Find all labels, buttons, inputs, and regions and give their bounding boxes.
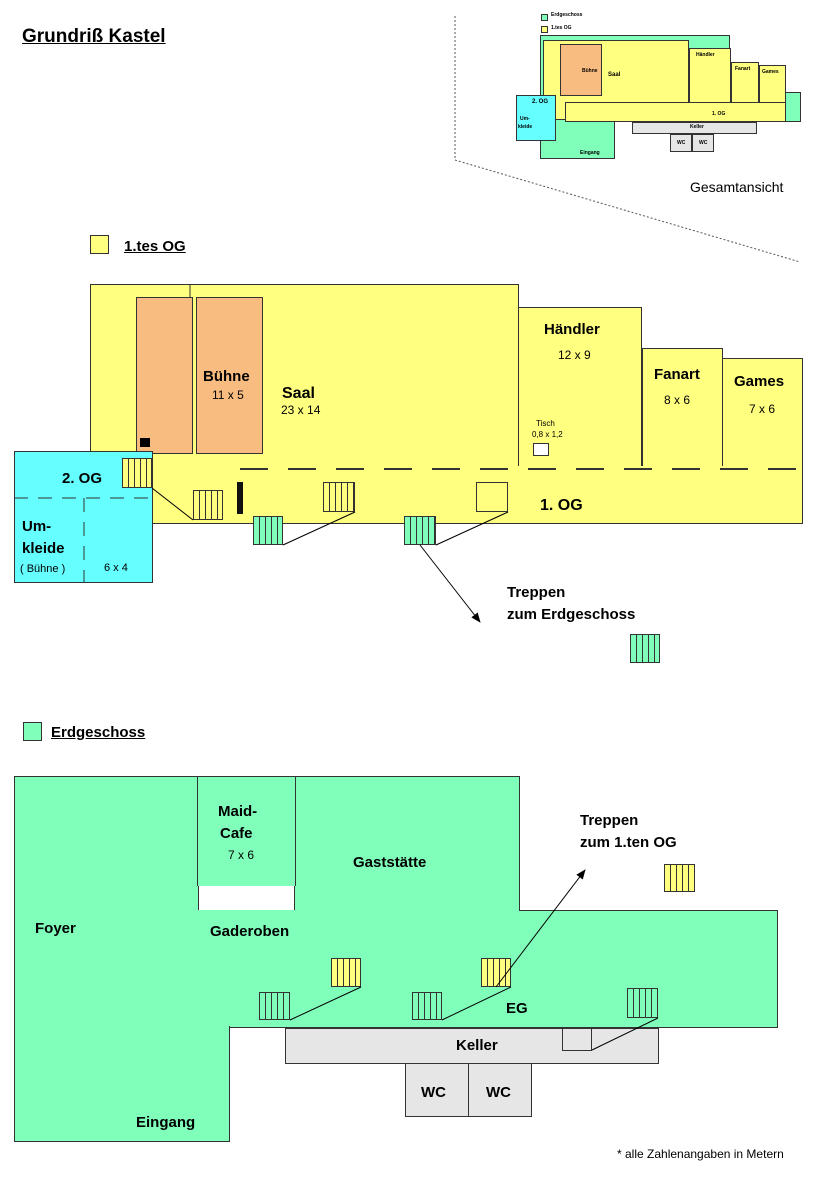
games-size: 7 x 6 — [749, 402, 776, 416]
maid-label-line2: Cafe — [220, 825, 253, 842]
stage-label: Bühne — [203, 368, 250, 385]
upper-legend: 1.tes OG — [124, 238, 186, 255]
overview-frame-lines — [454, 16, 801, 263]
overview-legend-upper-swatch — [541, 26, 548, 33]
restaurant-label: Gaststätte — [353, 854, 427, 871]
ground-stairs-label-line1: Treppen — [580, 812, 639, 829]
upper-stairs-label-line2: zum Erdgeschoss — [507, 606, 636, 623]
ground-stair-basement — [627, 988, 658, 1018]
hall-size: 23 x 14 — [281, 403, 321, 417]
overview-corridor — [565, 102, 786, 122]
ground-seam-cover-2 — [15, 1022, 229, 1032]
maid-size: 7 x 6 — [228, 848, 255, 862]
overview-label-wc2: WC — [699, 140, 708, 146]
ground-legend: Erdgeschoss — [51, 724, 146, 741]
maid-label-line1: Maid- — [218, 803, 258, 820]
table-size: 0,8 x 1,2 — [532, 430, 563, 439]
maid-cafe-wall-left — [197, 776, 198, 886]
second-floor-label: 2. OG — [62, 470, 103, 487]
stage-room — [196, 297, 263, 454]
foyer-label: Foyer — [35, 920, 76, 937]
ground-stair-down-1 — [259, 992, 290, 1020]
fanart-size: 8 x 6 — [664, 393, 691, 407]
ground-seam-cover — [15, 905, 519, 915]
upper-door-marker — [237, 482, 243, 514]
overview-label-stage: Bühne — [582, 68, 598, 74]
stair-down-1 — [253, 516, 283, 545]
dealer-label: Händler — [544, 321, 600, 338]
dressing-note: ( Bühne ) — [20, 563, 66, 575]
ground-floor-label: EG — [506, 1000, 528, 1017]
dressing-label-line1: Um- — [22, 518, 52, 535]
overview-label-hall: Saal — [608, 72, 621, 78]
overview-label-games: Games — [762, 69, 779, 75]
stage-size: 11 x 5 — [212, 388, 244, 402]
ground-stair-up-1 — [331, 958, 361, 987]
wc2-label: WC — [486, 1084, 511, 1101]
overview-label-fanart: Fanart — [735, 66, 751, 72]
basement-label: Keller — [456, 1037, 498, 1054]
overview-label-dealer: Händler — [696, 52, 715, 58]
ground-stairs-label-line2: zum 1.ten OG — [580, 834, 677, 851]
stair-landing — [476, 482, 508, 512]
basement-stair-landing — [562, 1028, 592, 1051]
games-label: Games — [734, 373, 785, 390]
dealer-room — [518, 307, 642, 470]
page-title: Grundriß Kastel — [22, 26, 166, 47]
upper-stair-connectors — [151, 487, 509, 623]
cloakroom-label: Gaderoben — [210, 923, 290, 940]
overview-legend-ground: Erdgeschoss — [551, 12, 583, 18]
stair-down-2 — [404, 516, 436, 545]
stair-hall — [323, 482, 355, 512]
stage-block-marker — [140, 438, 150, 447]
overview-label-second-floor: 2. OG — [532, 99, 549, 105]
ground-stair-up-legend — [664, 864, 695, 892]
stair-stage — [193, 490, 223, 520]
overview-label-floor: 1. OG — [712, 111, 726, 117]
upper-legend-swatch — [90, 235, 109, 254]
overview-label-dressing1: Um- — [520, 116, 530, 122]
wc-room-2 — [468, 1063, 532, 1117]
overview-label-dressing2: kleide — [518, 124, 533, 130]
overview-stage — [560, 44, 602, 96]
maid-cafe-wall-right — [295, 776, 296, 886]
overview-wc2 — [692, 134, 714, 152]
games-room — [722, 358, 803, 470]
ground-stair-up-2 — [481, 958, 511, 987]
overview-caption: Gesamtansicht — [690, 179, 784, 195]
hall-label: Saal — [282, 385, 315, 402]
dealer-size: 12 x 9 — [558, 348, 591, 362]
entrance-label: Eingang — [136, 1114, 196, 1131]
upper-floor-label: 1. OG — [540, 497, 583, 514]
overview-legend-ground-swatch — [541, 14, 548, 21]
wc1-label: WC — [421, 1084, 446, 1101]
upper-stairs-label-line1: Treppen — [507, 584, 566, 601]
maid-cafe-notch — [198, 886, 295, 910]
ground-legend-swatch — [23, 722, 42, 741]
stage-left-wing — [136, 297, 193, 454]
table-label: Tisch — [536, 419, 555, 428]
ground-stair-down-2 — [412, 992, 442, 1020]
upper-dashed-wall — [189, 284, 800, 470]
overview-legend-upper: 1.tes OG — [551, 25, 572, 31]
overview-label-wc1: WC — [677, 140, 686, 146]
stair-dressing — [122, 458, 152, 488]
fanart-label: Fanart — [654, 366, 700, 383]
overview-label-entrance: Eingang — [580, 150, 600, 156]
footnote: * alle Zahlenangaben in Metern — [617, 1147, 784, 1161]
table-marker — [533, 443, 549, 456]
dressing-label-line2: kleide — [22, 540, 65, 557]
stair-down-legend — [630, 634, 660, 663]
overview-wc1 — [670, 134, 692, 152]
overview-label-basement: Keller — [690, 124, 704, 130]
overview-basement — [632, 122, 757, 134]
overview-second-floor — [516, 95, 556, 141]
dressing-size: 6 x 4 — [104, 562, 128, 574]
